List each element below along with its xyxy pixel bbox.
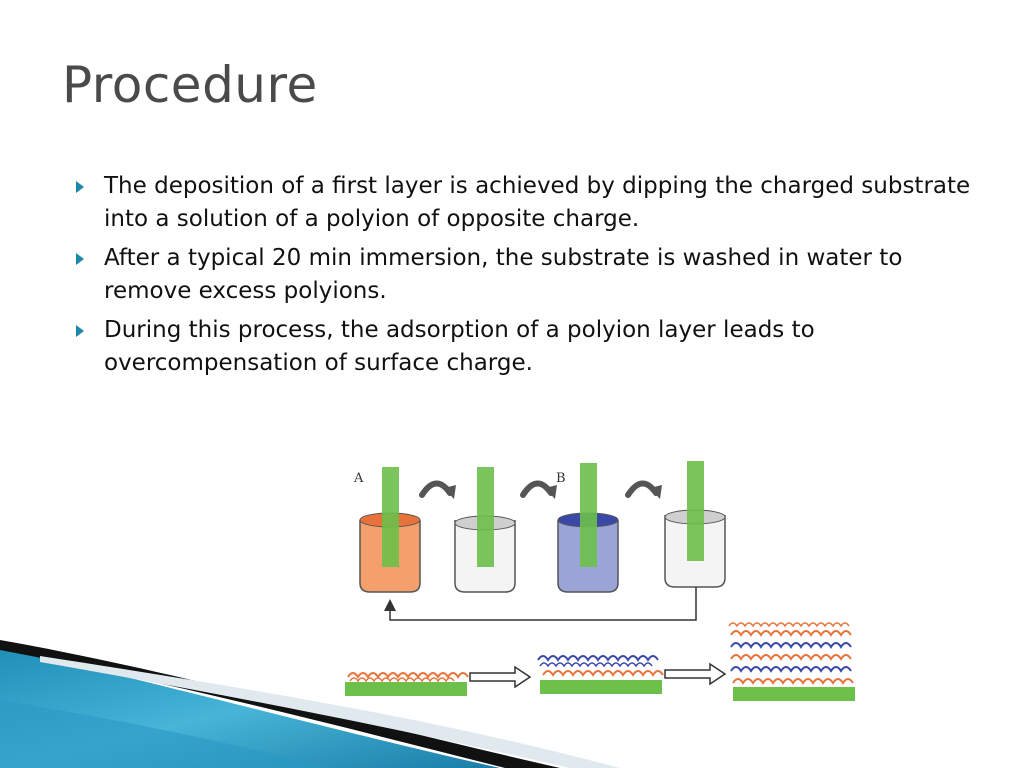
- bullet-arrow-icon: [76, 253, 84, 265]
- beaker-water-rinse-2: [664, 461, 726, 588]
- bullet-arrow-icon: [76, 181, 84, 193]
- bullet-text: The deposition of a first layer is achie…: [104, 173, 971, 232]
- return-arrow: [384, 587, 697, 621]
- progress-arrow-icon: [469, 665, 532, 689]
- bullet-item: The deposition of a first layer is achie…: [74, 170, 974, 236]
- film-two-layers: [537, 655, 664, 694]
- bullet-item: After a typical 20 min immersion, the su…: [74, 242, 974, 308]
- progress-arrow-icon: [664, 662, 727, 686]
- bullet-item: During this process, the adsorption of a…: [74, 314, 974, 380]
- film-multilayer: [728, 622, 855, 701]
- beaker-polyanion: [557, 463, 619, 593]
- layer-by-layer-diagram: A B: [345, 461, 855, 701]
- beaker-polycation: [359, 467, 421, 593]
- label-b: B: [556, 471, 566, 486]
- label-a: A: [353, 471, 364, 486]
- bullet-text: During this process, the adsorption of a…: [104, 317, 815, 376]
- bullet-text: After a typical 20 min immersion, the su…: [104, 245, 903, 304]
- bullet-arrow-icon: [76, 325, 84, 337]
- bullet-list: The deposition of a first layer is achie…: [74, 170, 974, 386]
- beaker-water-rinse-1: [454, 467, 516, 593]
- film-one-layer: [345, 672, 469, 696]
- page-title: Procedure: [62, 56, 318, 114]
